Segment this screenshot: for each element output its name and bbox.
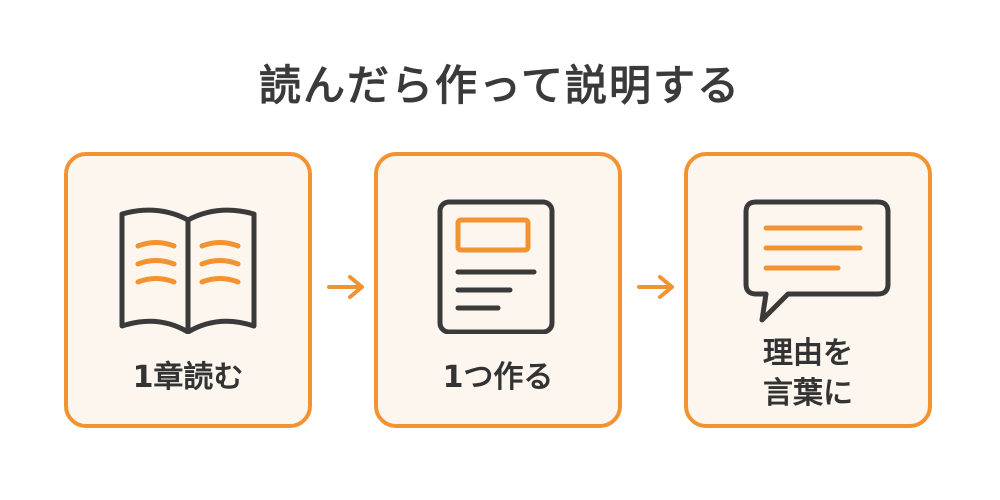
step-label-read: 1章読む [132, 360, 244, 395]
step-card-explain: 理由を 言葉に [684, 152, 932, 428]
open-book-icon [119, 207, 257, 334]
speech-bubble-icon [743, 199, 891, 323]
step-label-explain-line-2: 言葉に [763, 376, 853, 411]
document-icon [437, 199, 555, 334]
diagram-title: 読んだら作って説明する [259, 61, 741, 110]
arrow-right-icon [327, 275, 364, 299]
step-label-make: 1つ作る [442, 360, 554, 395]
arrow-right-icon [637, 275, 674, 299]
step-card-make: 1つ作る [374, 152, 622, 428]
step-label-explain: 理由を 言葉に [688, 334, 928, 414]
step-label-explain-line-1: 理由を [763, 336, 853, 371]
step-card-read: 1章読む [64, 152, 312, 428]
